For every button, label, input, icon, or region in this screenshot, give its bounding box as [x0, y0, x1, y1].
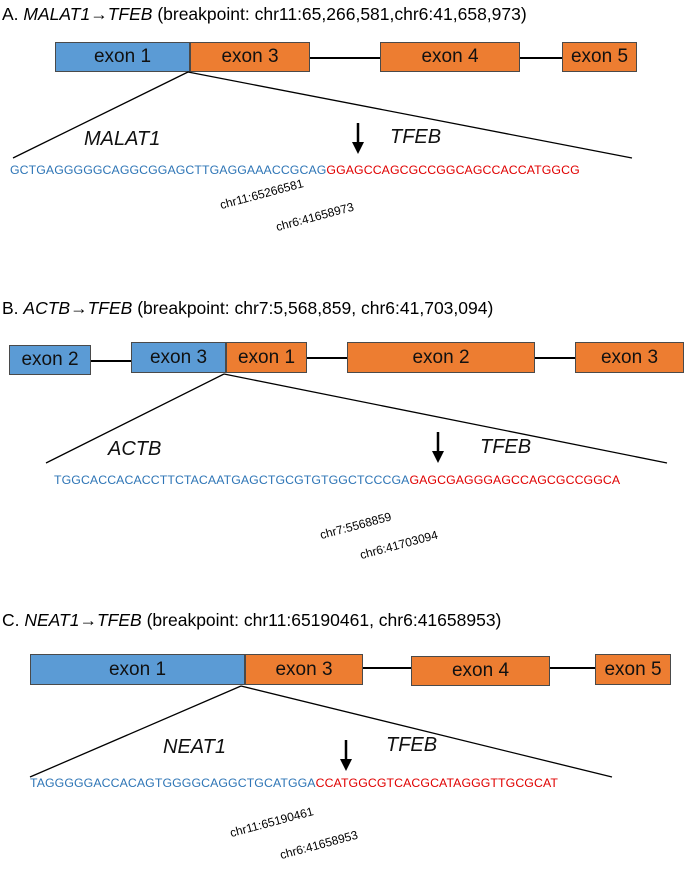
gene-b-name: TFEB: [96, 610, 142, 630]
gene-label-tfeb: TFEB: [386, 734, 438, 756]
breakpoint-text: (breakpoint: chr7:5,568,859, chr6:41,703…: [137, 298, 494, 318]
fusion-junction-sequence: GCTGAGGGGGCAGGCGGAGCTTGAGGAAACCGCAGGGAGC…: [10, 163, 580, 177]
sequence-gene-a: TGGCACCACACCTTCTACAATGAGCTGCGTGTGGCTCCCG…: [54, 473, 410, 487]
gene-a-name: NEAT1: [24, 610, 80, 630]
fusion-junction-sequence: TAGGGGGACCACAGTGGGGCAGGCTGCATGGACCATGGCG…: [30, 776, 558, 790]
intron-line: [363, 667, 411, 669]
zoom-line-right: [223, 373, 668, 464]
exon-box-tfeb-exon-1: exon 1: [226, 342, 307, 373]
panel-a: A. MALAT1→TFEB (breakpoint: chr11:65,266…: [0, 0, 685, 290]
exon-box-tfeb-exon-5: exon 5: [595, 654, 671, 685]
intron-line: [307, 357, 347, 359]
intron-line: [550, 667, 595, 669]
intron-line: [535, 357, 575, 359]
exon-box-actb-exon-3: exon 3: [131, 342, 226, 373]
gene-label-tfeb: TFEB: [390, 126, 442, 148]
zoom-line-left: [29, 685, 242, 778]
exon-box-tfeb-exon-3: exon 3: [245, 654, 363, 685]
intron-line: [520, 57, 562, 59]
zoom-line-left: [12, 71, 189, 159]
panel-c-heading: C. NEAT1→TFEB (breakpoint: chr11:6519046…: [2, 610, 501, 631]
breakpoint-text: (breakpoint: chr11:65190461, chr6:416589…: [146, 610, 502, 630]
panel-b: B. ACTB→TFEB (breakpoint: chr7:5,568,859…: [0, 290, 685, 600]
exon-box-tfeb-exon-4: exon 4: [411, 656, 550, 686]
gene-label-neat1: NEAT1: [163, 736, 226, 758]
fusion-arrow: →: [79, 610, 97, 630]
sequence-gene-a: TAGGGGGACCACAGTGGGGCAGGCTGCATGGA: [30, 776, 316, 790]
gene-a-name: ACTB: [23, 298, 71, 318]
gene-b-name: TFEB: [107, 4, 153, 24]
intron-line: [310, 57, 380, 59]
breakpoint-arrow: [432, 432, 444, 463]
intron-line: [91, 360, 131, 362]
fusion-arrow: →: [70, 298, 88, 318]
breakpoint-text: (breakpoint: chr11:65,266,581,chr6:41,65…: [157, 4, 527, 24]
sequence-gene-b: GAGCGAGGGAGCCAGCGCCGGCA: [409, 473, 621, 487]
zoom-line-right: [240, 685, 613, 778]
breakpoint-arrow: [352, 123, 364, 154]
gene-b-name: TFEB: [87, 298, 133, 318]
panel-c: C. NEAT1→TFEB (breakpoint: chr11:6519046…: [0, 600, 685, 873]
exon-box-tfeb-exon-4: exon 4: [380, 42, 520, 72]
gene-label-malat1: MALAT1: [84, 128, 161, 150]
panel-letter: C.: [2, 610, 20, 630]
sequence-gene-a: GCTGAGGGGGCAGGCGGAGCTTGAGGAAACCGCAG: [10, 163, 327, 177]
panel-b-heading: B. ACTB→TFEB (breakpoint: chr7:5,568,859…: [2, 298, 493, 319]
sequence-gene-b: GGAGCCAGCGCCGGCAGCCACCATGGCG: [326, 163, 580, 177]
exon-box-actb-exon-2: exon 2: [9, 345, 91, 375]
zoom-lines: [45, 373, 668, 464]
exon-box-tfeb-exon-2: exon 2: [347, 342, 535, 373]
exon-box-tfeb-exon-3: exon 3: [190, 42, 310, 72]
breakpoint-arrow: [340, 740, 352, 771]
panel-a-heading: A. MALAT1→TFEB (breakpoint: chr11:65,266…: [2, 4, 527, 25]
zoom-line-right: [187, 71, 633, 159]
fusion-junction-sequence: TGGCACCACACCTTCTACAATGAGCTGCGTGTGGCTCCCG…: [54, 473, 620, 487]
sequence-gene-b: CCATGGCGTCACGCATAGGGTTGCGCAT: [315, 776, 558, 790]
panel-letter: B.: [2, 298, 19, 318]
exon-box-neat1-exon-1: exon 1: [30, 654, 245, 685]
zoom-lines: [12, 71, 633, 159]
panel-letter: A.: [2, 4, 19, 24]
zoom-lines: [29, 685, 613, 778]
gene-a-name: MALAT1: [23, 4, 91, 24]
gene-label-tfeb: TFEB: [480, 436, 532, 458]
gene-label-actb: ACTB: [108, 438, 162, 460]
exon-box-malat1-exon-1: exon 1: [55, 42, 190, 72]
fusion-arrow: →: [90, 4, 108, 24]
zoom-line-left: [45, 373, 225, 464]
exon-box-tfeb-exon-3: exon 3: [575, 342, 684, 373]
exon-box-tfeb-exon-5: exon 5: [562, 42, 637, 72]
